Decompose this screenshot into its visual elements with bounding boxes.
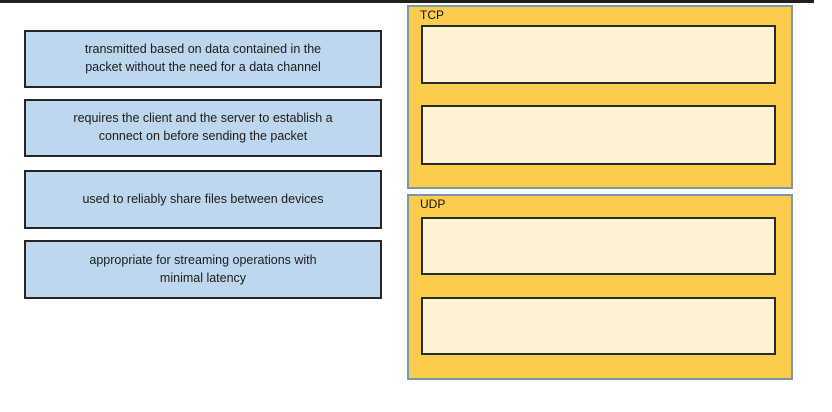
udp-drop-slot-1[interactable]	[421, 217, 776, 275]
udp-group-label: UDP	[420, 197, 446, 211]
udp-drop-group: UDP	[407, 194, 793, 380]
drag-item-data-channel[interactable]: transmitted based on data contained in t…	[24, 30, 382, 88]
drag-item-label: transmitted based on data contained in t…	[84, 42, 322, 74]
drag-item-label: requires the client and the server to es…	[73, 111, 333, 143]
drag-item-connection-required[interactable]: requires the client and the server to es…	[24, 99, 382, 157]
udp-drop-slot-2[interactable]	[421, 297, 776, 355]
tcp-group-label: TCP	[420, 8, 444, 22]
tcp-drop-group: TCP	[407, 5, 793, 189]
drag-item-reliable-file-share[interactable]: used to reliably share files between dev…	[24, 170, 382, 229]
drag-item-label: appropriate for streaming operations wit…	[89, 252, 317, 285]
tcp-drop-slot-2[interactable]	[421, 105, 776, 165]
drag-item-label: used to reliably share files between dev…	[82, 191, 324, 206]
drag-item-streaming-latency[interactable]: appropriate for streaming operations wit…	[24, 240, 382, 299]
tcp-drop-slot-1[interactable]	[421, 25, 776, 84]
top-divider	[0, 0, 814, 3]
